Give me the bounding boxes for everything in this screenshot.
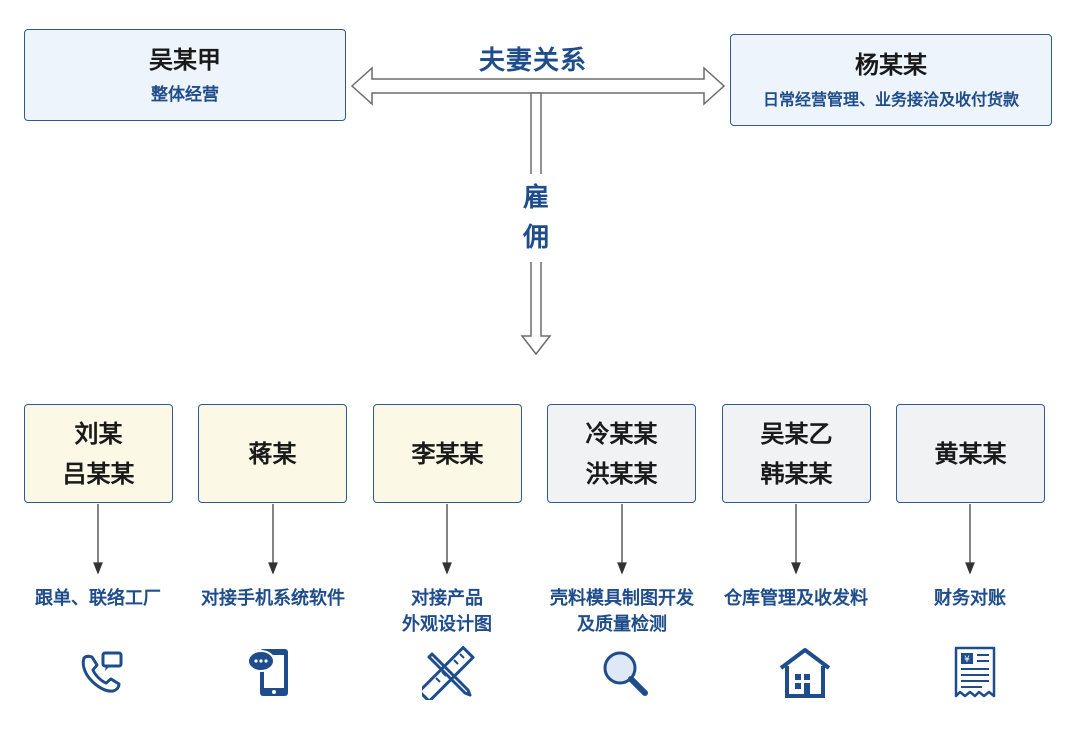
duty-line: 财务对账 [934, 588, 1006, 609]
person-role: 日常经营管理、业务接洽及收付货款 [762, 89, 1019, 109]
employee-name: 黄某某 [934, 439, 1007, 468]
smartphone-chat-icon [247, 649, 288, 696]
employee-name: 吴某乙 [760, 419, 833, 448]
duty-text: 对接产品 外观设计图 [357, 586, 537, 638]
duty-line: 外观设计图 [402, 614, 492, 635]
employ-label-char: 雇 [522, 183, 549, 213]
svg-text:¥: ¥ [964, 655, 970, 665]
duty-line: 跟单、联络工厂 [35, 588, 161, 609]
employ-label-char: 佣 [522, 223, 549, 253]
duty-text: 仓库管理及收发料 [706, 586, 886, 612]
employee-box: 黄某某 [896, 404, 1045, 503]
warehouse-icon [779, 648, 831, 698]
magnifier-icon [603, 651, 648, 696]
duty-text: 跟单、联络工厂 [8, 586, 188, 612]
employee-box: 吴某乙 韩某某 [722, 404, 871, 503]
duty-line: 仓库管理及收发料 [724, 588, 868, 609]
employee-box: 蒋某 [198, 404, 347, 503]
employee-name: 刘某 [74, 419, 123, 448]
employee-name: 韩某某 [760, 459, 833, 488]
person-role: 整体经营 [151, 85, 219, 106]
duty-line: 对接手机系统软件 [201, 588, 345, 609]
employee-name: 李某某 [411, 439, 484, 468]
duty-text: 壳料模具制图开发 及质量检测 [522, 586, 722, 638]
employee-name: 冷某某 [585, 419, 658, 448]
ruler-pencil-icon [422, 646, 475, 700]
receipt-icon: ¥ [954, 646, 996, 698]
person-name: 杨某某 [855, 51, 927, 80]
duty-text: 财务对账 [880, 586, 1060, 612]
relation-label: 夫妻关系 [475, 40, 592, 77]
employ-label: 雇 佣 [518, 174, 554, 262]
employee-box: 冷某某 洪某某 [547, 404, 696, 503]
person-name: 吴某甲 [149, 45, 221, 74]
duty-line: 及质量检测 [577, 614, 667, 635]
employee-name: 洪某某 [585, 459, 658, 488]
top-right-person-box: 杨某某 日常经营管理、业务接洽及收付货款 [730, 34, 1052, 126]
employee-name: 吕某某 [62, 459, 135, 488]
employee-name: 蒋某 [248, 439, 297, 468]
employee-box: 刘某 吕某某 [24, 404, 173, 503]
marriage-double-arrow [350, 66, 726, 106]
top-left-person-box: 吴某甲 整体经营 [24, 29, 346, 121]
duty-line: 壳料模具制图开发 [550, 588, 694, 609]
phone-message-icon [81, 651, 123, 693]
employee-box: 李某某 [373, 404, 522, 503]
duty-line: 对接产品 [411, 588, 483, 609]
duty-arrows [93, 504, 975, 575]
duty-text: 对接手机系统软件 [183, 586, 363, 612]
